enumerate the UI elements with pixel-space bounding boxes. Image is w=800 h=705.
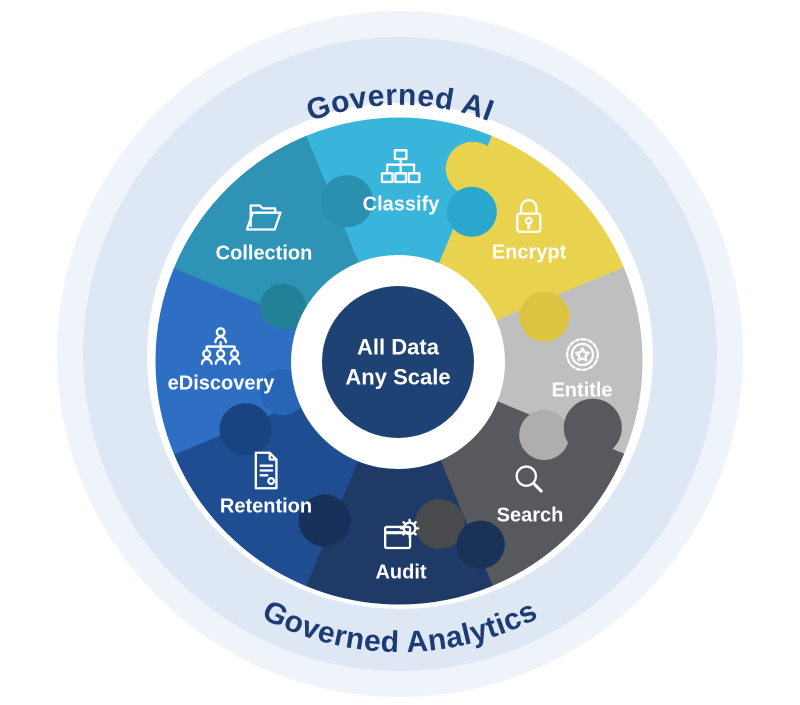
puzzle-knob [519,410,570,460]
piece-ediscovery [155,267,401,455]
puzzle-knob [260,283,306,330]
puzzle-knob [519,291,570,342]
puzzle-knob [321,175,374,228]
puzzle-knob [298,494,351,547]
puzzle-knob [563,398,622,457]
center-line2: Any Scale [345,364,451,389]
puzzle-knob [445,141,500,196]
puzzle-knob [414,499,465,549]
puzzle-knob [219,403,272,456]
center-circle [322,286,474,438]
puzzle-knob [446,186,497,237]
center-text: All Data Any Scale [345,332,450,391]
puzzle-knob [456,520,505,569]
center-line1: All Data [357,334,439,360]
puzzle-wheel [155,117,643,605]
